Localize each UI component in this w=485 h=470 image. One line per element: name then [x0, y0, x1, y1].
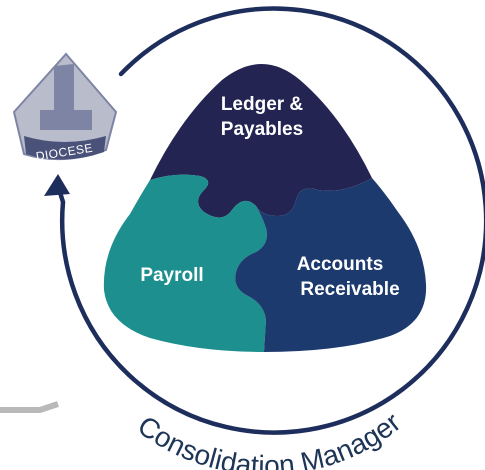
- arrowhead-icon: [44, 174, 70, 196]
- cycle-label-text: Consolidation Manager: [132, 406, 406, 470]
- cycle-ring: [60, 6, 485, 435]
- puzzle-piece-receivable: [235, 178, 427, 352]
- receivable-label-line1: Accounts: [297, 254, 384, 275]
- cycle-label: Consolidation Manager: [132, 406, 406, 470]
- diocese-logo: DIOCESE: [12, 52, 118, 163]
- ledger-label-line1: Ledger &: [221, 94, 304, 115]
- receivable-label-line2: Receivable: [300, 279, 399, 300]
- payroll-label: Payroll: [140, 265, 203, 286]
- divider-line: [0, 401, 59, 413]
- ledger-label-line2: Payables: [221, 119, 303, 140]
- puzzle-piece-payroll: [103, 174, 267, 352]
- puzzle-piece-ledger: [150, 64, 372, 218]
